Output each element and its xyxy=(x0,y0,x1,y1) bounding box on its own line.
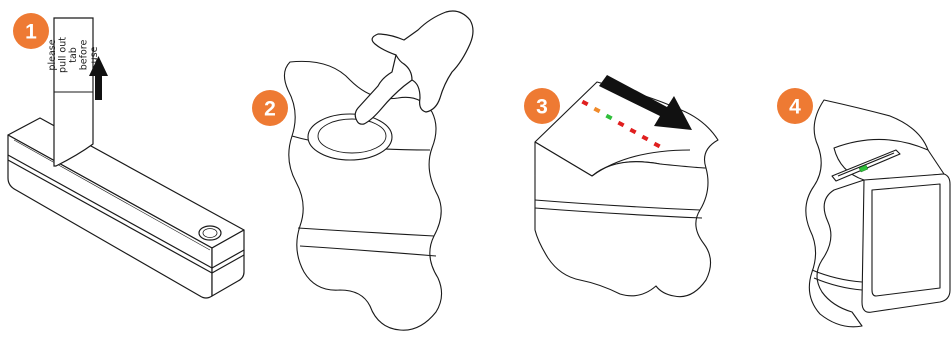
tab-label-line: please xyxy=(47,39,58,70)
tab-label-line: tab xyxy=(68,47,79,63)
tab-label-line: pull out xyxy=(58,37,69,73)
step-1: pleasepull outtabbeforeuse 1 xyxy=(8,13,244,298)
step-number-3: 3 xyxy=(536,96,548,119)
step-number-4: 4 xyxy=(789,96,801,119)
device-closed xyxy=(8,118,244,298)
step-badge-4: 4 xyxy=(777,88,813,124)
step-4: 4 xyxy=(777,88,950,327)
step-3: 3 xyxy=(524,75,718,297)
pull-tab: pleasepull outtabbeforeuse xyxy=(47,18,100,166)
step-number-2: 2 xyxy=(264,98,276,121)
device-torn-view-3 xyxy=(535,82,718,297)
step-badge-1: 1 xyxy=(13,13,49,49)
step-2: 2 xyxy=(252,11,473,330)
step-badge-3: 3 xyxy=(524,88,560,124)
step-badge-2: 2 xyxy=(252,90,288,126)
step-number-1: 1 xyxy=(25,21,37,44)
device-torn-view-4 xyxy=(806,100,950,327)
tab-label-line: before xyxy=(79,40,90,71)
